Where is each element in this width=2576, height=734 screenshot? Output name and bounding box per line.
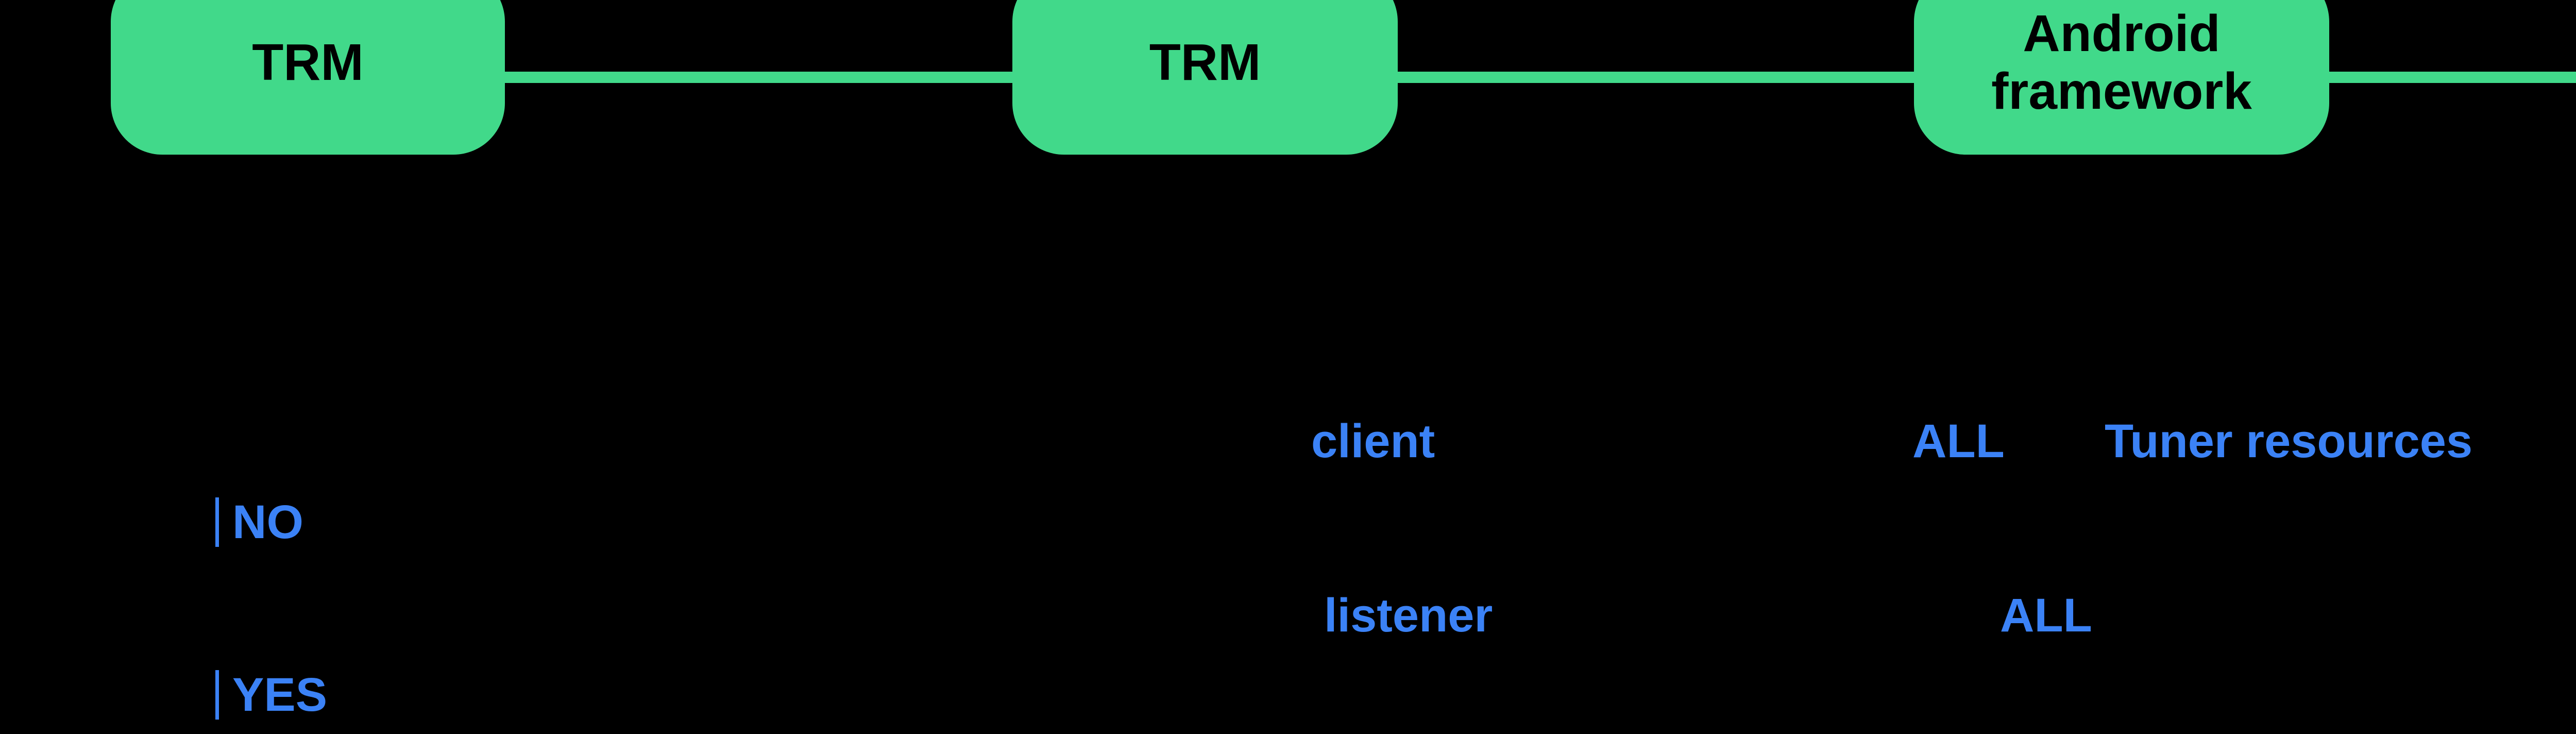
message-label-client: client — [1311, 415, 1435, 468]
condition-label: YES — [232, 669, 328, 721]
participant-label: Android framework — [1991, 5, 2252, 120]
condition-rule-icon — [215, 497, 219, 547]
condition-rule-icon — [215, 670, 219, 720]
participant-node-trm-1[interactable]: TRM — [111, 0, 505, 155]
condition-label: NO — [232, 496, 303, 548]
connector-rail-2 — [1381, 72, 1937, 83]
message-label-listener: listener — [1324, 589, 1493, 642]
connector-rail-3 — [2308, 72, 2576, 83]
message-label-all-upper: ALL — [1912, 415, 2005, 468]
message-label-tuner-resources: Tuner resources — [2105, 415, 2473, 468]
participant-label: TRM — [1149, 34, 1261, 91]
participant-node-android-framework[interactable]: Android framework — [1914, 0, 2329, 155]
condition-yes: YES — [215, 670, 327, 720]
message-label-all-lower: ALL — [2000, 589, 2092, 642]
connector-rail-1 — [484, 72, 1036, 83]
participant-label: TRM — [252, 34, 364, 91]
condition-no: NO — [215, 497, 303, 547]
participant-node-trm-2[interactable]: TRM — [1012, 0, 1398, 155]
